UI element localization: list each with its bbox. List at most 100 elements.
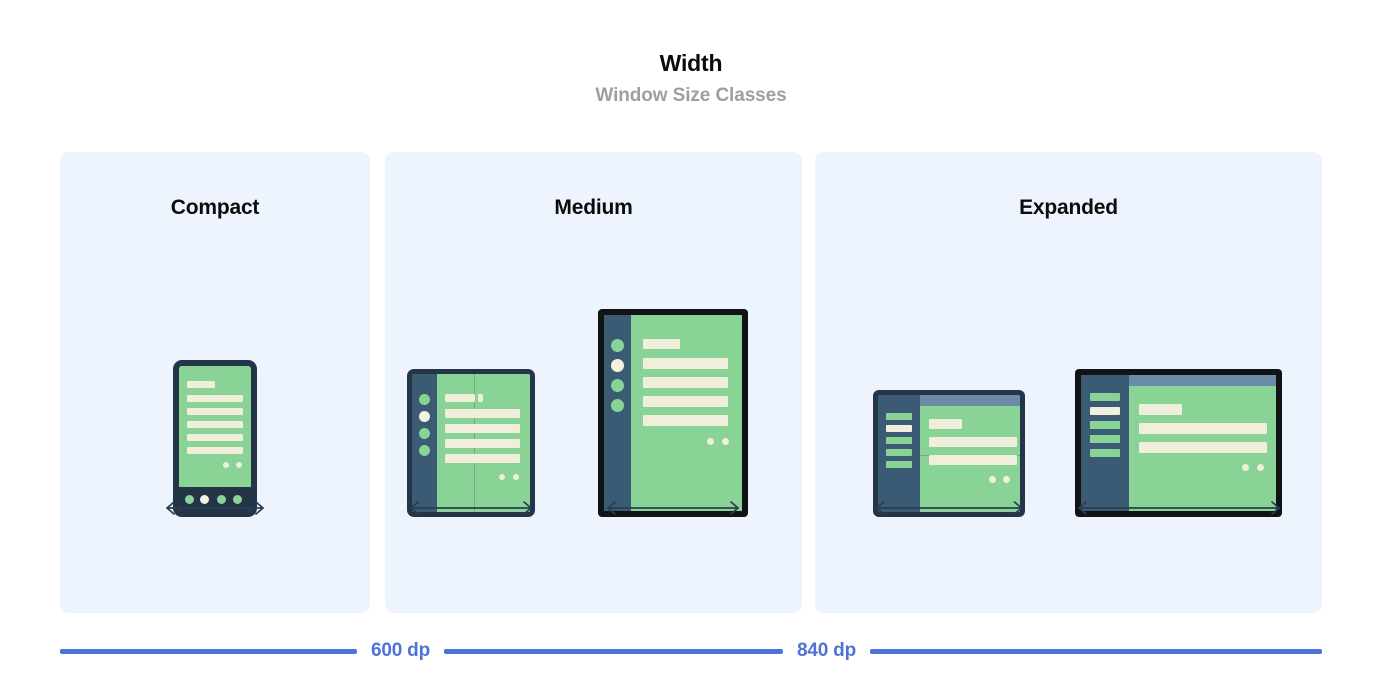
device-slot-phone bbox=[166, 360, 264, 517]
top-app-bar bbox=[1129, 375, 1276, 386]
nav-dot bbox=[419, 445, 430, 456]
device-foldable-unfolded bbox=[407, 369, 535, 517]
device-foldable-landscape bbox=[873, 390, 1025, 517]
width-arrow-phone bbox=[162, 499, 268, 517]
panel-expanded: Expanded bbox=[815, 152, 1322, 613]
breakpoint-label-840dp: 840 dp bbox=[797, 640, 856, 661]
device-tablet-portrait bbox=[598, 309, 748, 517]
device-group-expanded bbox=[815, 242, 1322, 613]
content-bar bbox=[187, 447, 243, 454]
content-bar bbox=[643, 396, 728, 407]
ruler-segment-expanded bbox=[870, 648, 1322, 654]
device-slot-foldable-portrait bbox=[407, 369, 535, 517]
action-dot bbox=[499, 474, 505, 480]
navigation-rail bbox=[412, 374, 437, 512]
size-class-panels: Compact bbox=[60, 152, 1322, 613]
drawer-item bbox=[886, 413, 912, 420]
content-bar bbox=[643, 358, 728, 369]
action-dot bbox=[707, 438, 714, 445]
drawer-item-selected bbox=[886, 425, 912, 432]
drawer-item bbox=[1090, 449, 1120, 457]
content-bar bbox=[643, 339, 680, 349]
content-bar bbox=[643, 415, 728, 426]
nav-dot bbox=[185, 495, 194, 504]
nav-dot bbox=[611, 339, 624, 352]
diagram-header: Width Window Size Classes bbox=[0, 48, 1382, 110]
panel-title-expanded: Expanded bbox=[1019, 196, 1118, 219]
content-bar bbox=[643, 377, 728, 388]
content-bar bbox=[478, 394, 483, 402]
action-dot bbox=[989, 476, 996, 483]
content-bar bbox=[187, 421, 243, 428]
page-subtitle: Window Size Classes bbox=[595, 85, 787, 106]
nav-dot-selected bbox=[611, 359, 624, 372]
tablet-landscape-screen bbox=[1081, 375, 1276, 511]
ruler-segment-medium bbox=[444, 648, 783, 654]
nav-dot bbox=[611, 379, 624, 392]
drawer-item bbox=[1090, 393, 1120, 401]
navigation-drawer bbox=[878, 395, 920, 512]
phone-screen bbox=[179, 366, 251, 511]
drawer-item bbox=[886, 461, 912, 468]
breakpoint-label-600dp: 600 dp bbox=[371, 640, 430, 661]
content-bar bbox=[929, 419, 962, 429]
content-bar bbox=[1139, 404, 1182, 415]
drawer-item bbox=[1090, 435, 1120, 443]
foldable-content bbox=[437, 374, 530, 512]
content-bar bbox=[445, 454, 520, 463]
content-bar bbox=[187, 434, 243, 441]
nav-dot bbox=[233, 495, 242, 504]
action-dot bbox=[722, 438, 729, 445]
width-arrow-foldable-portrait bbox=[406, 499, 536, 517]
content-bar bbox=[187, 395, 243, 402]
tablet-landscape-content bbox=[1129, 375, 1276, 511]
content-bar bbox=[445, 439, 520, 448]
content-bar bbox=[445, 424, 520, 433]
foldable-landscape-content bbox=[920, 395, 1020, 512]
device-phone-portrait bbox=[173, 360, 257, 517]
ruler-segment-compact bbox=[60, 648, 357, 654]
nav-dot bbox=[217, 495, 226, 504]
breakpoint-ruler: 600 dp 840 dp bbox=[60, 634, 1322, 668]
drawer-item-selected bbox=[1090, 407, 1120, 415]
device-group-medium bbox=[385, 242, 802, 613]
nav-dot bbox=[419, 428, 430, 439]
content-bar bbox=[1139, 423, 1267, 434]
content-bar bbox=[929, 437, 1017, 447]
device-group-compact bbox=[60, 242, 370, 613]
action-dot bbox=[223, 462, 229, 468]
content-bar bbox=[187, 408, 243, 415]
device-slot-foldable-landscape bbox=[873, 390, 1025, 517]
drawer-item bbox=[1090, 421, 1120, 429]
action-dot bbox=[1257, 464, 1264, 471]
device-tablet-landscape bbox=[1075, 369, 1282, 517]
action-dot bbox=[1003, 476, 1010, 483]
drawer-item bbox=[886, 437, 912, 444]
panel-title-medium: Medium bbox=[554, 196, 633, 219]
device-slot-tablet-landscape bbox=[1075, 369, 1282, 517]
foldable-landscape-screen bbox=[878, 395, 1020, 512]
panel-title-compact: Compact bbox=[170, 196, 260, 219]
nav-dot bbox=[611, 399, 624, 412]
content-bar bbox=[187, 381, 215, 388]
panel-medium: Medium bbox=[385, 152, 802, 613]
top-app-bar bbox=[920, 395, 1020, 406]
phone-content bbox=[179, 366, 251, 511]
tablet-screen bbox=[604, 315, 742, 511]
width-arrow-foldable-landscape bbox=[872, 499, 1027, 517]
foldable-screen bbox=[412, 374, 530, 512]
tablet-content bbox=[631, 315, 742, 511]
content-bar bbox=[445, 394, 475, 402]
phone-bottom-navigation-bar bbox=[179, 487, 251, 511]
action-dot bbox=[1242, 464, 1249, 471]
navigation-rail bbox=[604, 315, 631, 511]
width-arrow-tablet-landscape bbox=[1074, 499, 1284, 517]
page-title: Width bbox=[659, 50, 723, 76]
content-bar bbox=[445, 409, 520, 418]
navigation-drawer bbox=[1081, 375, 1129, 511]
device-slot-tablet-portrait bbox=[598, 309, 748, 517]
content-bar bbox=[929, 455, 1017, 465]
content-bar bbox=[1139, 442, 1267, 453]
nav-dot bbox=[419, 394, 430, 405]
